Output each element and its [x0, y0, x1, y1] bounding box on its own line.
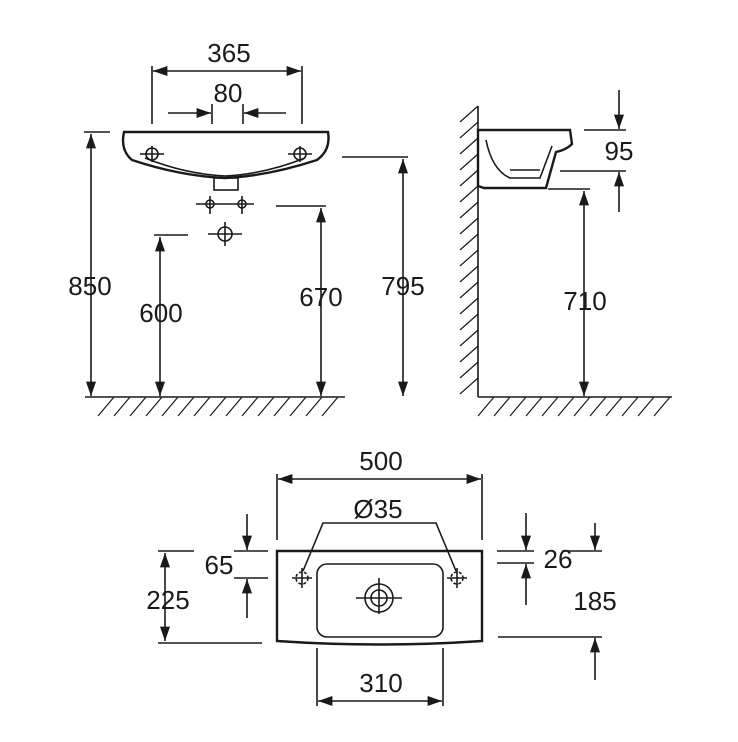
- dim-710-label: 710: [563, 286, 606, 316]
- dim-225-label: 225: [146, 585, 189, 615]
- dim-diameter-leader: [302, 522, 457, 572]
- side-view: 95 710: [459, 90, 672, 417]
- front-basin-outline: [121, 130, 330, 180]
- dim-185-label: 185: [573, 586, 616, 616]
- side-floor-hatch: [477, 396, 671, 417]
- plan-bowl-outline: [316, 563, 444, 638]
- front-view: 365 80 850 600 670 795: [68, 38, 425, 417]
- plan-waste-icon: [356, 578, 402, 614]
- dim-365-label: 365: [207, 38, 250, 68]
- front-basin-bowl: [144, 157, 306, 177]
- front-tap-left-icon: [140, 146, 164, 162]
- dim-26-label: 26: [544, 544, 573, 574]
- dim-850-label: 850: [68, 271, 111, 301]
- dim-diameter-label: Ø35: [353, 494, 402, 524]
- side-basin-bowl: [485, 139, 553, 179]
- plan-tap-hole-right-icon: [447, 568, 467, 588]
- front-floor-hatch: [97, 396, 339, 417]
- dim-795-label: 795: [381, 271, 424, 301]
- dim-80-label: 80: [214, 78, 243, 108]
- front-waste-body: [213, 177, 239, 191]
- dim-65-label: 65: [205, 550, 234, 580]
- dim-600-label: 600: [139, 298, 182, 328]
- plan-view: 500 Ø35 65 225 26 185 310: [146, 446, 617, 707]
- front-waste-outlet-icon: [208, 222, 242, 246]
- dim-670-label: 670: [299, 282, 342, 312]
- plan-tap-hole-left-icon: [292, 568, 312, 588]
- dim-500-label: 500: [359, 446, 402, 476]
- side-basin-profile: [476, 128, 574, 190]
- dim-310-label: 310: [359, 668, 402, 698]
- plan-basin-outline: [275, 549, 484, 646]
- front-tap-right-icon: [288, 146, 312, 162]
- side-wall-hatch: [459, 105, 479, 395]
- dim-95-label: 95: [605, 136, 634, 166]
- front-supply-connections: [196, 196, 254, 214]
